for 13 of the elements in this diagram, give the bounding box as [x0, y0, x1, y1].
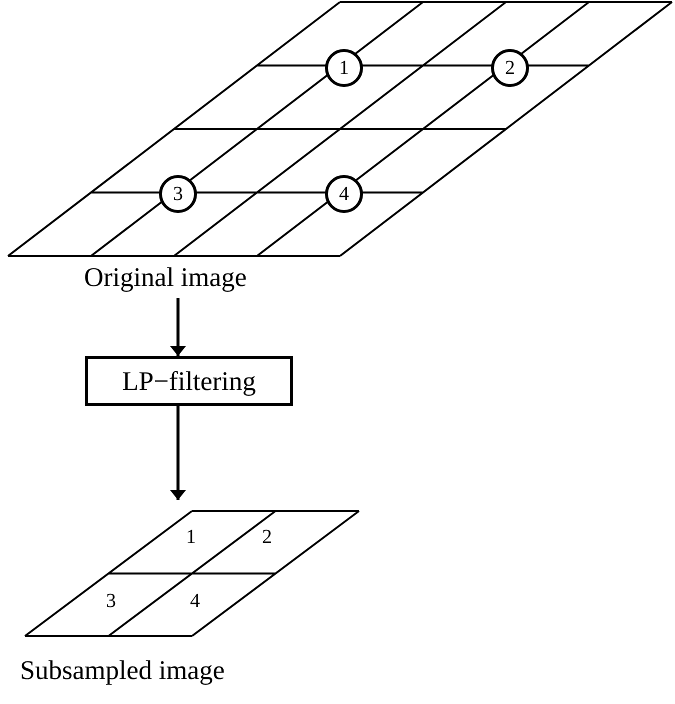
process-box: LP−filtering	[85, 356, 293, 406]
node-circle: 1	[325, 49, 363, 87]
cell-number: 1	[186, 526, 196, 549]
cell-number: 3	[106, 590, 116, 613]
cell-number: 2	[262, 526, 272, 549]
arrow	[170, 298, 186, 356]
arrow	[170, 406, 186, 500]
cell-number: 4	[190, 590, 200, 613]
image-caption: Original image	[84, 262, 247, 293]
node-circle: 2	[491, 49, 529, 87]
node-circle: 4	[325, 175, 363, 213]
image-caption: Subsampled image	[20, 655, 225, 686]
node-circle: 3	[159, 175, 197, 213]
